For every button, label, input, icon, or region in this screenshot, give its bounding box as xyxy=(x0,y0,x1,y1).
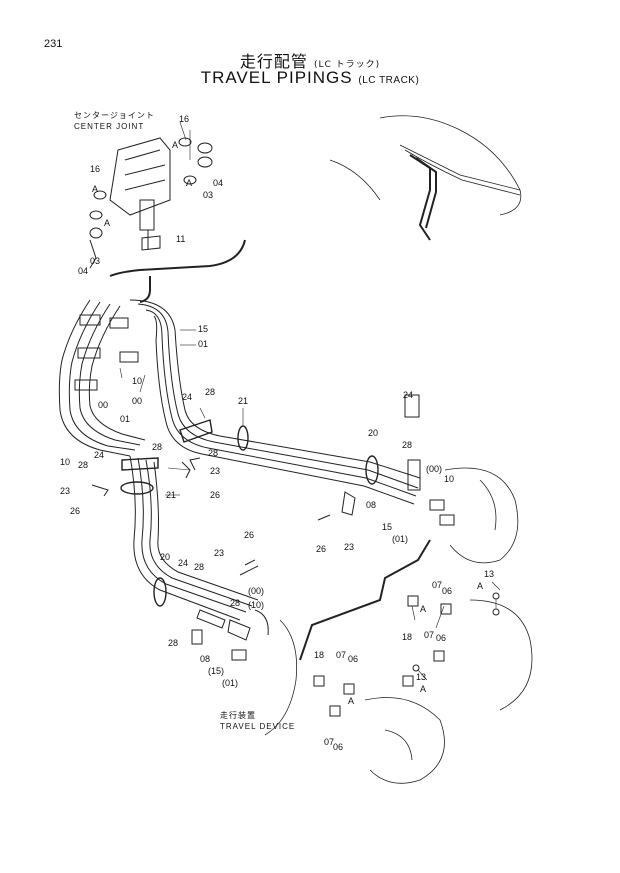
center-joint-caption-en: CENTER JOINT xyxy=(74,122,145,131)
title-en-sub: (LC TRACK) xyxy=(358,75,420,86)
part-label: 28 xyxy=(208,448,218,458)
part-label: 06 xyxy=(436,633,446,643)
part-label: (15) xyxy=(208,666,224,676)
title-en-main: TRAVEL PIPINGS xyxy=(200,68,353,87)
part-label: 24 xyxy=(178,558,188,568)
part-label: 15 xyxy=(198,324,208,334)
center-joint-inset xyxy=(89,137,246,303)
part-label: 16 xyxy=(179,114,189,124)
part-label: A xyxy=(186,178,192,188)
part-label: 20 xyxy=(160,552,170,562)
part-label: 07 xyxy=(432,580,442,590)
travel-device-caption-jp: 走行装置 xyxy=(220,711,256,720)
part-label: 07 xyxy=(336,650,346,660)
part-label: 18 xyxy=(402,632,412,642)
part-label: 24 xyxy=(403,390,413,400)
part-label: A xyxy=(420,684,426,694)
part-label: 06 xyxy=(348,654,358,664)
part-label: 20 xyxy=(368,428,378,438)
part-label: 26 xyxy=(70,506,80,516)
title-jp-sub: (LC トラック) xyxy=(313,60,381,70)
part-label: 16 xyxy=(90,164,100,174)
part-label: 24 xyxy=(182,392,192,402)
title-jp-main: 走行配管 xyxy=(239,52,308,71)
part-label: (01) xyxy=(392,534,408,544)
part-label: 28 xyxy=(168,638,178,648)
part-label: A xyxy=(348,696,354,706)
part-label: 28 xyxy=(194,562,204,572)
hose-clamps xyxy=(120,419,379,607)
part-label: 15 xyxy=(382,522,392,532)
part-label: 26 xyxy=(244,530,254,540)
part-label: 26 xyxy=(210,490,220,500)
part-label: 08 xyxy=(366,500,376,510)
part-label: 23 xyxy=(214,548,224,558)
part-label: 28 xyxy=(402,440,412,450)
part-label: 06 xyxy=(333,742,343,752)
part-label: 07 xyxy=(324,737,334,747)
part-label: (00) xyxy=(426,464,442,474)
part-label: 00 xyxy=(132,396,142,406)
part-label: 06 xyxy=(442,586,452,596)
part-label: 01 xyxy=(120,414,130,424)
part-label: 03 xyxy=(90,256,100,266)
part-label: 23 xyxy=(344,542,354,552)
overview-sketch xyxy=(329,115,522,241)
part-label: A xyxy=(92,184,98,194)
leader-lines xyxy=(119,121,501,681)
part-label: (10) xyxy=(248,600,264,610)
part-label: 28 xyxy=(230,598,240,608)
part-label: 10 xyxy=(132,376,142,386)
part-label: 11 xyxy=(176,234,185,244)
part-label: A xyxy=(477,581,483,591)
part-label: 24 xyxy=(94,450,104,460)
part-label: 13 xyxy=(484,569,494,579)
part-label: 28 xyxy=(152,442,162,452)
part-label: 00 xyxy=(98,400,108,410)
hose-bundle xyxy=(58,299,421,621)
part-label: 18 xyxy=(314,650,324,660)
part-label: A xyxy=(420,604,426,614)
part-label: 23 xyxy=(210,466,220,476)
part-label: 21 xyxy=(166,490,176,500)
part-label: A xyxy=(172,140,178,150)
part-label: 03 xyxy=(203,190,213,200)
part-label: 07 xyxy=(424,630,434,640)
part-label: (00) xyxy=(248,586,264,596)
part-number-labels: 16 A 04 A 03 16 A A 11 03 04 15 01 10 00… xyxy=(60,114,494,752)
part-label: 01 xyxy=(198,339,208,349)
part-label: 04 xyxy=(213,178,223,188)
part-label: 23 xyxy=(60,486,70,496)
part-label: (01) xyxy=(222,678,238,688)
part-label: 08 xyxy=(200,654,210,664)
part-label: 28 xyxy=(205,387,215,397)
page-number: 231 xyxy=(44,38,63,50)
part-label: 28 xyxy=(78,460,88,470)
fittings xyxy=(74,314,500,717)
title-japanese: 走行配管 (LC トラック) xyxy=(0,48,620,72)
part-label: 10 xyxy=(444,474,454,484)
part-label: A xyxy=(104,218,110,228)
part-label: 13 xyxy=(416,672,426,682)
part-label: 04 xyxy=(78,266,88,276)
part-label: 21 xyxy=(238,396,248,406)
travel-device-caption-en: TRAVEL DEVICE xyxy=(220,722,296,731)
part-label: 10 xyxy=(60,457,70,467)
travel-device-outline xyxy=(264,467,533,784)
part-label: 26 xyxy=(316,544,326,554)
title-english: TRAVEL PIPINGS (LC TRACK) xyxy=(0,68,620,88)
center-joint-caption-jp: センタージョイント xyxy=(74,111,155,120)
